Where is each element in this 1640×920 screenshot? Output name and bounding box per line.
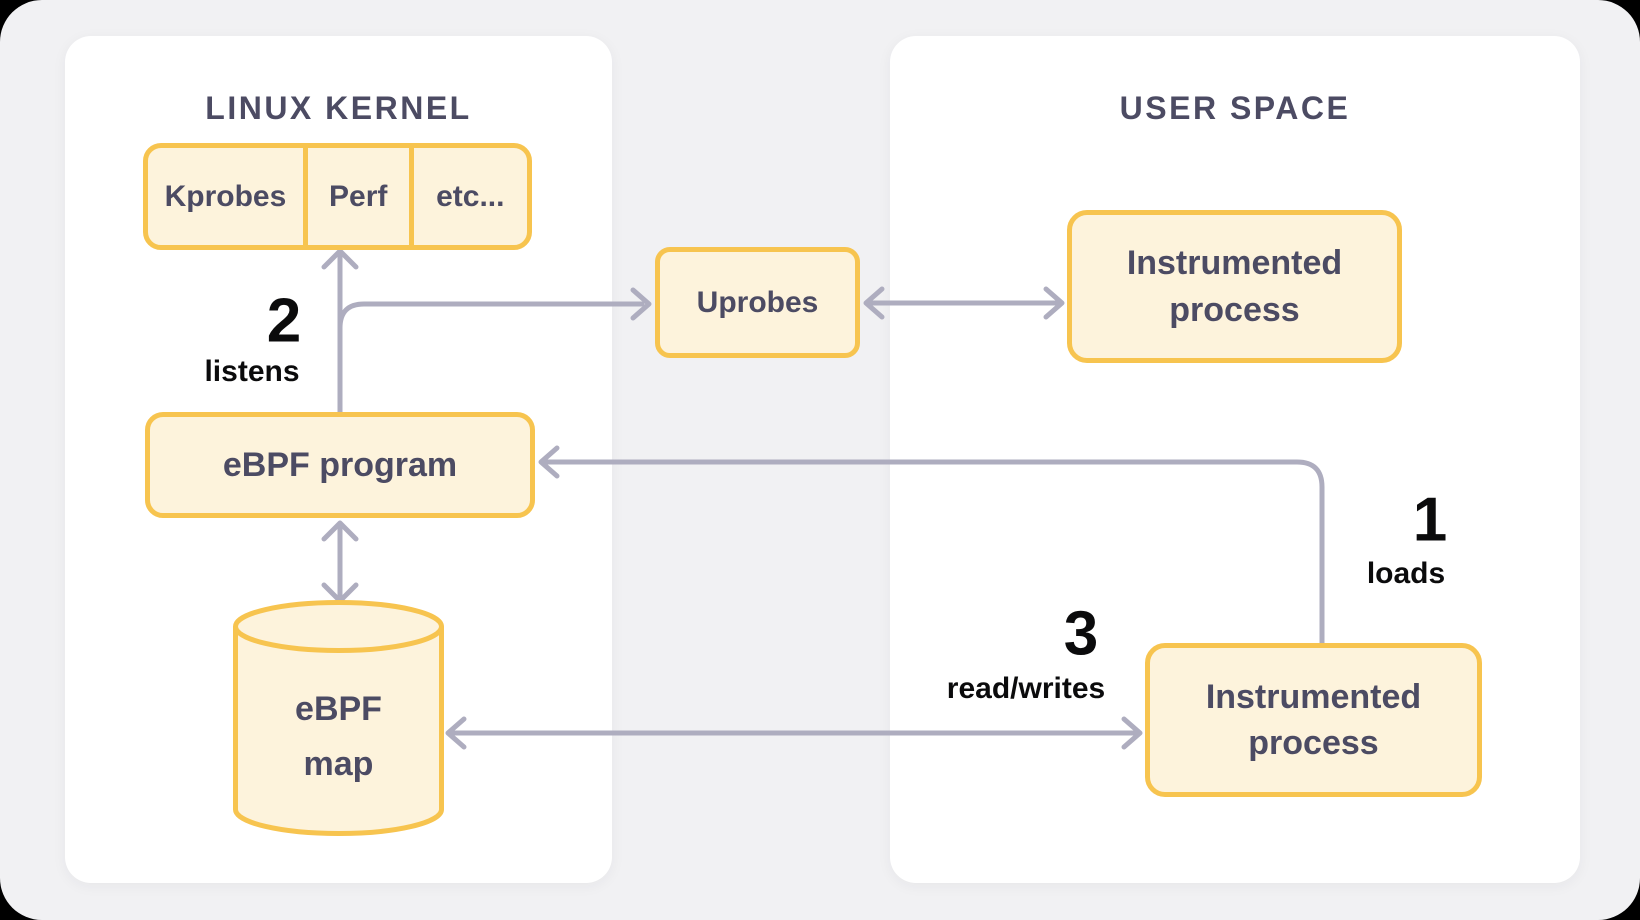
step-2-label: listens xyxy=(204,355,300,388)
panel-title-user-space: USER SPACE xyxy=(1119,90,1351,126)
perf-label: Perf xyxy=(329,179,388,213)
step-3-number: 3 xyxy=(1063,599,1099,669)
node-instrumented-process-bottom: Instrumented process xyxy=(1145,643,1482,797)
ebpf-map-line2: map xyxy=(303,745,374,783)
node-perf: Perf xyxy=(302,148,409,245)
arrowhead-left-uprobes xyxy=(863,286,885,320)
uprobes-label: Uprobes xyxy=(696,285,819,319)
panel-title-linux-kernel: LINUX KERNEL xyxy=(205,90,472,126)
arrowhead-right-uprobes xyxy=(630,287,652,321)
etc-label: etc... xyxy=(436,179,505,213)
node-instrumented-process-top: Instrumented process xyxy=(1067,210,1402,363)
kprobes-label: Kprobes xyxy=(164,179,287,213)
node-kprobes: Kprobes xyxy=(148,148,303,245)
node-etc: etc... xyxy=(408,148,527,245)
node-probes-row: Kprobes Perf etc... xyxy=(143,143,532,250)
ebpf-map-label: eBPF map xyxy=(233,682,444,792)
step-2-number: 2 xyxy=(266,286,302,356)
ebpf-map-line1: eBPF xyxy=(295,690,382,728)
instrumented-top-label: Instrumented process xyxy=(1127,240,1342,332)
instrumented-top-line2: process xyxy=(1169,290,1300,329)
instrumented-top-line1: Instrumented xyxy=(1126,244,1343,283)
instrumented-bottom-line2: process xyxy=(1248,724,1379,762)
node-ebpf-map: eBPF map xyxy=(233,600,444,836)
node-ebpf-program: eBPF program xyxy=(145,412,535,518)
instrumented-bottom-line1: Instrumented xyxy=(1205,677,1422,716)
ebpf-program-label: eBPF program xyxy=(222,445,458,484)
step-1-number: 1 xyxy=(1412,485,1448,555)
step-1-label: loads xyxy=(1366,557,1446,590)
instrumented-bottom-label: Instrumented process xyxy=(1206,674,1421,766)
ebpf-map-cylinder-shape xyxy=(233,600,444,836)
node-uprobes: Uprobes xyxy=(655,247,860,358)
step-3-label: read/writes xyxy=(946,672,1106,705)
